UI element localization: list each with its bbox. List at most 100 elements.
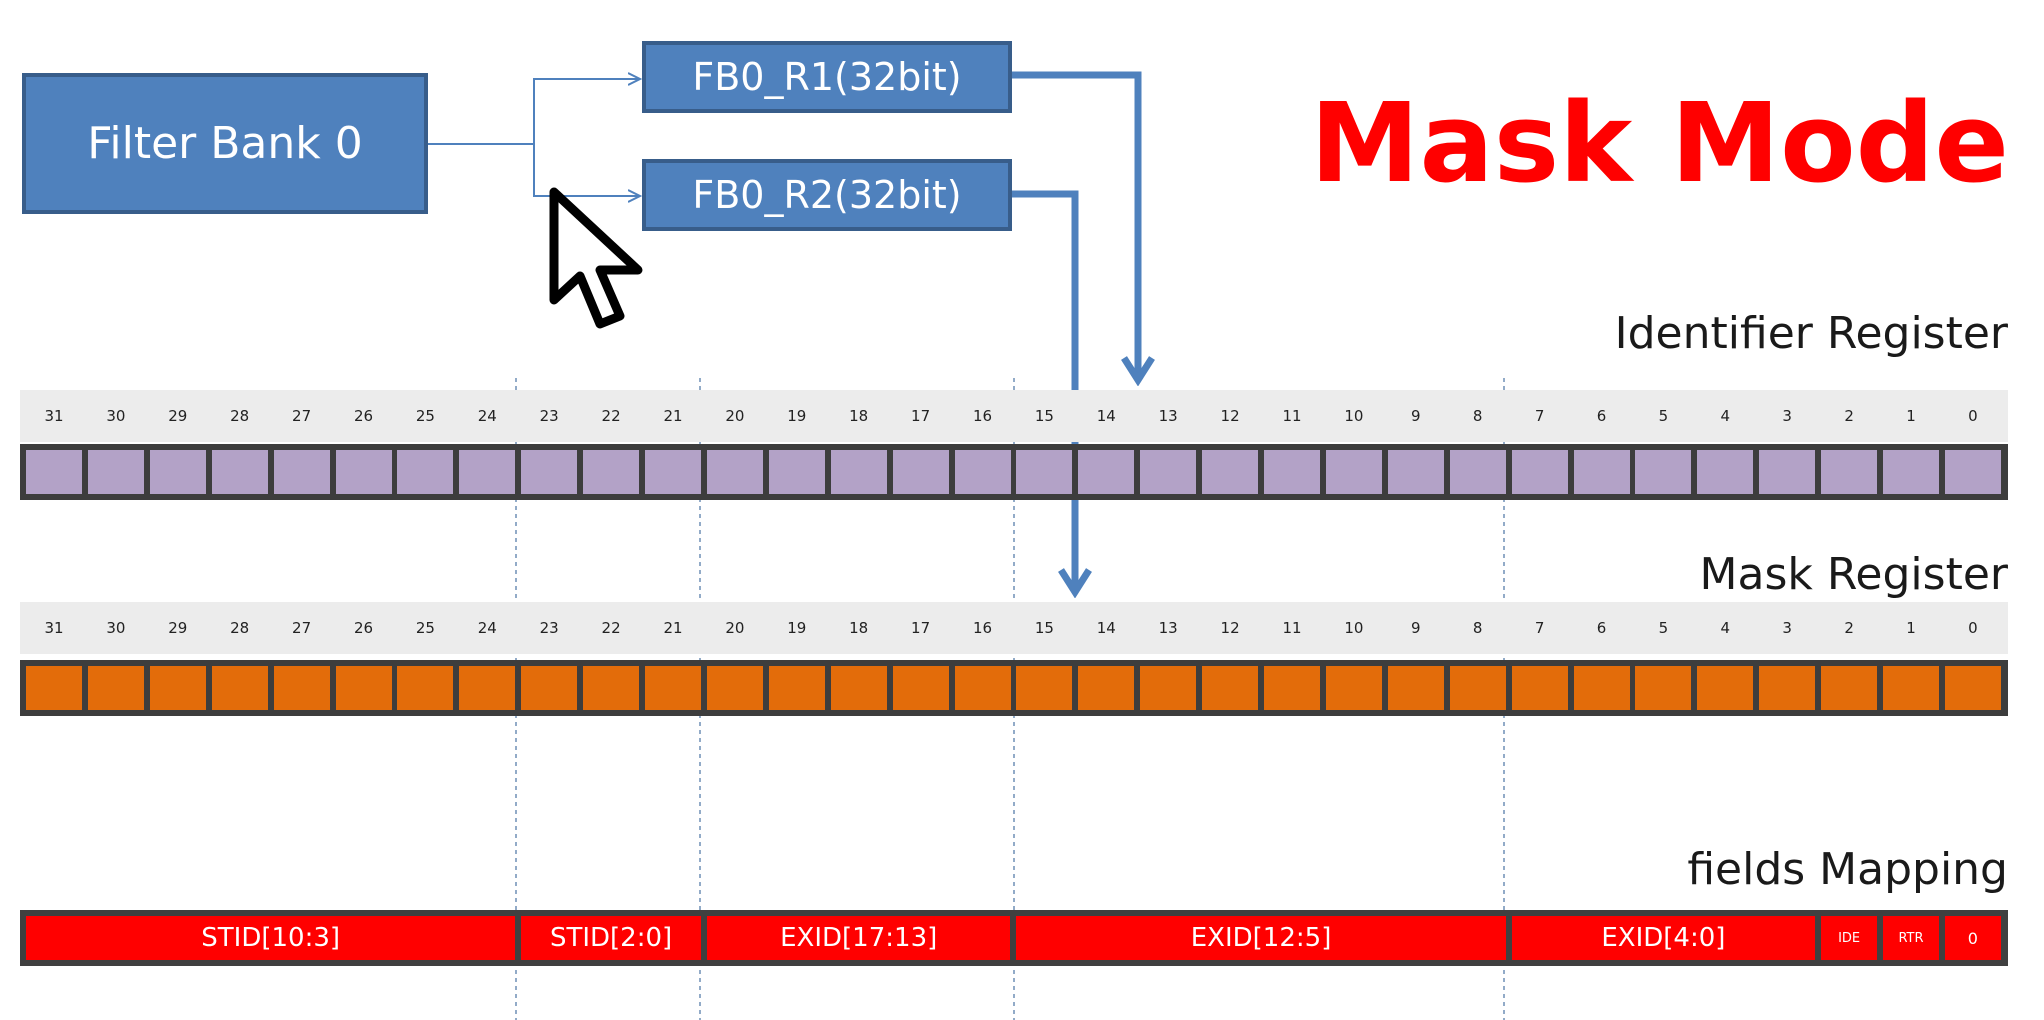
field-stid-10-3: STID[10:3] xyxy=(26,916,516,960)
bit-number: 18 xyxy=(849,619,869,637)
identifier-bit-cell xyxy=(1016,450,1073,494)
identifier-bit-cell xyxy=(706,450,763,494)
mask-bit-cell xyxy=(1325,666,1382,710)
bit-number: 26 xyxy=(353,407,374,425)
identifier-bit-cell xyxy=(87,450,144,494)
mask-bit-cell xyxy=(1883,666,1939,710)
mask-bit-cell xyxy=(1387,666,1444,710)
field-exid-4-0: EXID[4:0] xyxy=(1511,916,1816,960)
bit-number: 1 xyxy=(1906,407,1916,425)
bit-number: 31 xyxy=(44,619,64,637)
bit-number: 26 xyxy=(353,619,374,637)
bit-number: 22 xyxy=(601,407,621,425)
mask-bit-cell xyxy=(1016,666,1073,710)
identifier-bit-cell xyxy=(768,450,825,494)
register-r1-label: FB0_R1(32bit) xyxy=(692,55,962,99)
identifier-bit-cell xyxy=(397,450,454,494)
bit-number: 15 xyxy=(1034,619,1054,637)
bit-number: 6 xyxy=(1596,619,1607,637)
bit-number: 31 xyxy=(44,407,64,425)
identifier-bit-cell xyxy=(954,450,1011,494)
identifier-bit-cell xyxy=(1821,450,1878,494)
mask-bit-cell xyxy=(1697,666,1754,710)
mask-bit-cell xyxy=(1759,666,1816,710)
identifier-bit-cell xyxy=(149,450,206,494)
bit-number: 18 xyxy=(849,407,869,425)
identifier-bit-cell xyxy=(830,450,887,494)
bit-number: 4 xyxy=(1720,619,1731,637)
bit-number: 10 xyxy=(1344,619,1364,637)
bit-number: 1 xyxy=(1906,619,1916,637)
bit-number: 20 xyxy=(725,407,745,425)
filter-bank-box: Filter Bank 0 xyxy=(22,73,428,214)
register-arrows xyxy=(1012,71,1138,592)
identifier-bit-cell xyxy=(1449,450,1506,494)
bit-number: 24 xyxy=(477,407,497,425)
mask-bit-cell xyxy=(583,666,640,710)
bit-number: 25 xyxy=(415,407,435,425)
mask-bit-cell xyxy=(1202,666,1259,710)
mask-bit-cell xyxy=(1635,666,1692,710)
arrow-r1-identifier xyxy=(1012,71,1138,380)
mask-bit-cell xyxy=(1511,666,1568,710)
mask-bit-cell xyxy=(335,666,392,710)
field-exid-17-13: EXID[17:13] xyxy=(706,916,1011,960)
identifier-bit-cell xyxy=(1944,450,2001,494)
identifier-bit-cell xyxy=(1697,450,1754,494)
bit-number: 29 xyxy=(168,407,188,425)
bit-number: 21 xyxy=(663,619,683,637)
mask-bit-cell xyxy=(1140,666,1197,710)
mask-bit-cell xyxy=(892,666,949,710)
bit-number: 23 xyxy=(539,407,559,425)
identifier-bit-cell xyxy=(1140,450,1197,494)
bit-number: 24 xyxy=(477,619,497,637)
identifier-bit-cell xyxy=(1511,450,1568,494)
bit-number: 7 xyxy=(1534,619,1545,637)
bit-number: 3 xyxy=(1782,619,1792,637)
bank-connectors xyxy=(428,79,640,196)
bit-number: 25 xyxy=(415,619,435,637)
field-ide: IDE xyxy=(1821,916,1878,960)
bit-number: 16 xyxy=(972,407,993,425)
mask-bit-cell xyxy=(26,666,82,710)
bit-number: 3 xyxy=(1782,407,1792,425)
bit-number: 13 xyxy=(1158,407,1178,425)
bit-number: 17 xyxy=(911,619,931,637)
bit-number: 22 xyxy=(601,619,621,637)
bit-number: 16 xyxy=(972,619,993,637)
register-box-r2: FB0_R2(32bit) xyxy=(642,159,1012,231)
mask-bit-cell xyxy=(1264,666,1320,710)
bit-number: 0 xyxy=(1968,619,1978,637)
mask-bit-cell xyxy=(706,666,763,710)
bit-number: 8 xyxy=(1472,619,1483,637)
bit-number: 8 xyxy=(1472,407,1483,425)
identifier-bit-cell xyxy=(459,450,516,494)
mask-bit-cell xyxy=(87,666,144,710)
fields-mapping-bar: STID[10:3]STID[2:0]EXID[17:13]EXID[12:5]… xyxy=(20,910,2008,966)
bit-number: 9 xyxy=(1411,619,1421,637)
mask-bit-cell xyxy=(830,666,887,710)
mouse-pointer-icon xyxy=(549,187,643,329)
identifier-bit-cell xyxy=(1202,450,1259,494)
bit-number: 12 xyxy=(1220,407,1240,425)
identifier-bit-cell xyxy=(335,450,392,494)
bit-number: 21 xyxy=(663,407,683,425)
fields-mapping-label: fields Mapping xyxy=(1687,844,2008,895)
mask-bit-cell xyxy=(1449,666,1506,710)
bit-number: 13 xyxy=(1158,619,1178,637)
mask-bit-cell xyxy=(273,666,330,710)
mask-bit-cell xyxy=(211,666,268,710)
bit-number: 11 xyxy=(1282,619,1302,637)
mask-register-bar xyxy=(20,660,2008,716)
mask-register-label: Mask Register xyxy=(1699,549,2008,600)
bit-number: 27 xyxy=(292,407,312,425)
bit-number: 20 xyxy=(725,619,745,637)
identifier-bit-cell xyxy=(892,450,949,494)
bit-number: 5 xyxy=(1658,407,1669,425)
bit-number: 28 xyxy=(230,619,250,637)
bit-number: 19 xyxy=(787,619,807,637)
bit-number: 9 xyxy=(1411,407,1421,425)
mask-bit-cell xyxy=(1078,666,1135,710)
bit-number: 2 xyxy=(1844,619,1854,637)
